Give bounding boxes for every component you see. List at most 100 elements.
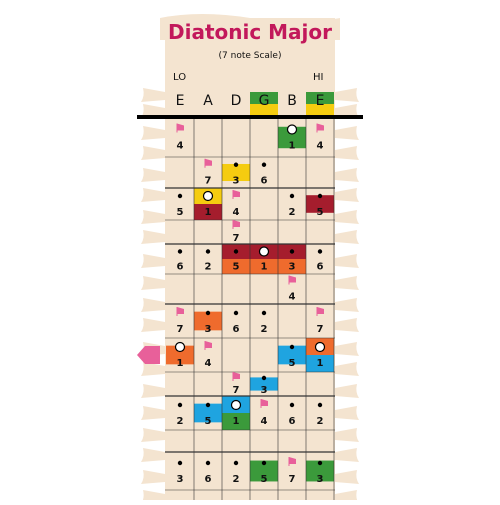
right-fret-tab: [335, 470, 359, 484]
left-fret-tab: [141, 448, 165, 462]
right-fret-tab: [335, 384, 359, 398]
scale-degree-label: 7: [289, 474, 296, 485]
scale-cell-green: [222, 413, 250, 430]
scale-degree-label: 7: [317, 324, 324, 335]
scale-degree-label: 6: [289, 416, 296, 427]
scale-cell-orange: [222, 259, 250, 274]
note-dot: [317, 402, 323, 408]
right-fret-tab: [335, 318, 359, 332]
scale-degree-label: 3: [205, 324, 212, 335]
note-dot: [177, 249, 183, 254]
open-note-band: [306, 104, 334, 115]
scale-degree-label: 7: [205, 175, 212, 186]
root-note-circle: [202, 190, 214, 202]
left-fret-tab: [141, 168, 165, 182]
scale-cell-green: [306, 460, 334, 482]
string-label-0: E: [175, 93, 185, 109]
left-fret-tab: [141, 188, 165, 202]
right-fret-tab: [335, 210, 359, 224]
scale-degree-label: 1: [261, 262, 268, 273]
sharp-flag-marker: [317, 307, 324, 314]
diagram-title: Diatonic Major: [167, 20, 333, 44]
scale-cell-blue: [278, 345, 306, 365]
left-fret-tab: [141, 210, 165, 224]
left-fret-tab: [141, 298, 165, 312]
scale-degree-label: 2: [205, 262, 212, 273]
left-fret-tab: [141, 230, 165, 244]
right-fret-tab: [335, 104, 359, 118]
scale-degree-label: 5: [233, 262, 240, 273]
sharp-flag-marker: [289, 275, 296, 283]
open-note-band: [250, 104, 278, 115]
right-fret-tab: [335, 428, 359, 442]
scale-degree-label: 5: [289, 358, 296, 369]
right-fret-tab: [335, 448, 359, 462]
sharp-flag-marker: [177, 123, 184, 131]
hi-label: HI: [313, 72, 324, 83]
scale-cell-root: [306, 195, 334, 213]
left-fret-tab: [141, 470, 165, 484]
open-note-band: [306, 92, 334, 104]
note-dot: [233, 310, 239, 316]
sharp-flag-marker: [261, 399, 268, 406]
scale-cell-blue: [250, 377, 278, 391]
string-label-4: B: [287, 93, 297, 109]
scale-degree-label: 4: [261, 416, 268, 427]
scale-degree-label: 3: [261, 385, 268, 396]
note-dot: [233, 162, 239, 167]
root-note-circle: [286, 124, 298, 135]
scale-cell-blue: [306, 355, 334, 372]
scale-cell-blue: [194, 403, 222, 423]
scale-degree-label: 4: [177, 141, 184, 152]
note-dot: [317, 249, 323, 254]
note-dot: [205, 460, 211, 466]
scale-degree-label: 2: [317, 416, 324, 427]
left-fret-tab: [141, 490, 165, 504]
left-fret-tab: [141, 88, 165, 102]
sharp-flag-marker: [233, 220, 240, 227]
scale-cell-green: [278, 126, 306, 149]
left-fret-tab: [141, 428, 165, 442]
scale-degree-label: 4: [233, 207, 240, 218]
scale-degree-label: 1: [233, 416, 240, 427]
scale-degree-label: 3: [317, 474, 324, 485]
scale-degree-label: 6: [317, 262, 324, 273]
left-fret-tab: [141, 362, 165, 376]
right-fret-tab: [335, 146, 359, 160]
note-dot: [177, 460, 183, 466]
scale-degree-label: 5: [177, 207, 184, 218]
diagram-subtitle: (7 note Scale): [218, 51, 282, 61]
note-dot: [233, 460, 239, 466]
right-fret-tab: [335, 168, 359, 182]
scale-degree-label: 7: [233, 385, 240, 396]
scale-degree-label: 5: [205, 416, 212, 427]
left-fret-tab: [141, 318, 165, 332]
scale-cell-green: [250, 460, 278, 482]
note-dot: [289, 402, 295, 408]
right-fret-tab: [335, 126, 359, 140]
note-dot: [233, 249, 239, 254]
scale-cell-orange: [194, 311, 222, 331]
scale-cell-orange: [250, 259, 278, 274]
scale-degree-label: 5: [261, 474, 268, 485]
left-fret-tab: [141, 146, 165, 160]
root-note-circle: [314, 341, 326, 353]
right-fret-tab: [335, 88, 359, 102]
note-dot: [205, 249, 211, 254]
note-dot: [205, 402, 211, 408]
sharp-flag-marker: [233, 190, 240, 197]
note-dot: [177, 193, 183, 199]
note-dot: [261, 162, 267, 167]
scale-degree-label: 2: [261, 324, 268, 335]
right-fret-tab: [335, 188, 359, 202]
scale-degree-label: 6: [177, 262, 184, 273]
scale-degree-label: 6: [261, 175, 268, 186]
right-fret-tab: [335, 362, 359, 376]
scale-degree-label: 1: [205, 207, 212, 218]
scale-degree-label: 2: [289, 207, 296, 218]
left-fret-tab: [141, 406, 165, 420]
string-label-2: D: [230, 93, 242, 109]
right-fret-tab: [335, 490, 359, 504]
